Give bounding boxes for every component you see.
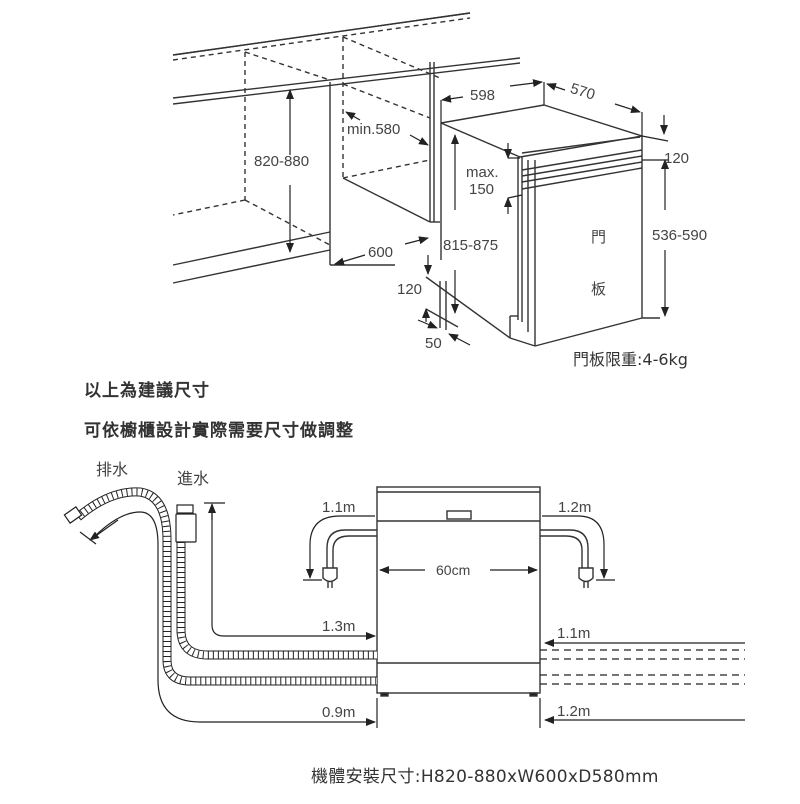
- label-top-gap: 120: [664, 150, 689, 167]
- label-appliance-width: 598: [470, 87, 495, 104]
- drain-hose-end: [63, 506, 83, 524]
- label-right-drain: 1.2m: [557, 703, 590, 720]
- cabinet-niche-drawing: [172, 12, 521, 284]
- recommended-size-note: 以上為建議尺寸: [84, 381, 210, 401]
- appliance-drawing: [425, 104, 660, 347]
- dimension-labels-bottom: 排水 進水 1.1m 1.2m 60cm 1.3m 0.9m 1.1m 1.2m: [96, 460, 591, 721]
- dimension-labels-top: 820-880 min.580 600 598 570 120 max. 150…: [254, 80, 707, 352]
- label-door-height: 536-590: [652, 227, 707, 244]
- label-drain-hose: 0.9m: [322, 704, 355, 721]
- installation-size-text: 機體安裝尺寸:H820-880xW600xD580mm: [311, 767, 659, 787]
- label-max: max.: [466, 164, 499, 181]
- label-right-inlet: 1.1m: [557, 625, 590, 642]
- dimension-lines-top: [286, 79, 669, 346]
- label-inlet: 進水: [177, 469, 209, 488]
- inlet-connector-body: [175, 513, 197, 543]
- label-drain: 排水: [96, 460, 128, 479]
- hoses: [63, 487, 377, 686]
- label-left-power: 1.1m: [322, 499, 355, 516]
- dimension-lines-bottom: [79, 502, 745, 728]
- power-cords: [322, 529, 594, 588]
- door-weight-limit: 門板限重:4-6kg: [573, 350, 688, 369]
- label-right-power: 1.2m: [558, 499, 591, 516]
- label-cabinet-height: 820-880: [254, 153, 309, 170]
- dishwasher-front: [376, 486, 541, 697]
- control-display: [446, 510, 472, 520]
- door-panel-char-2: 板: [591, 280, 606, 298]
- label-max-value: 150: [469, 181, 494, 198]
- label-min-depth: min.580: [347, 121, 400, 138]
- adjustment-note: 可依櫥櫃設計實際需要尺寸做調整: [84, 421, 354, 441]
- inlet-connector-cap: [176, 504, 194, 514]
- label-plinth-depth: 50: [425, 335, 442, 352]
- label-appliance-height: 815-875: [443, 237, 498, 254]
- label-appliance-depth: 570: [568, 80, 597, 104]
- door-panel-char-1: 門: [591, 228, 606, 246]
- label-inlet-hose: 1.3m: [322, 618, 355, 635]
- label-width: 60cm: [436, 562, 470, 578]
- label-plinth-height: 120: [397, 281, 422, 298]
- label-niche-width: 600: [368, 244, 393, 261]
